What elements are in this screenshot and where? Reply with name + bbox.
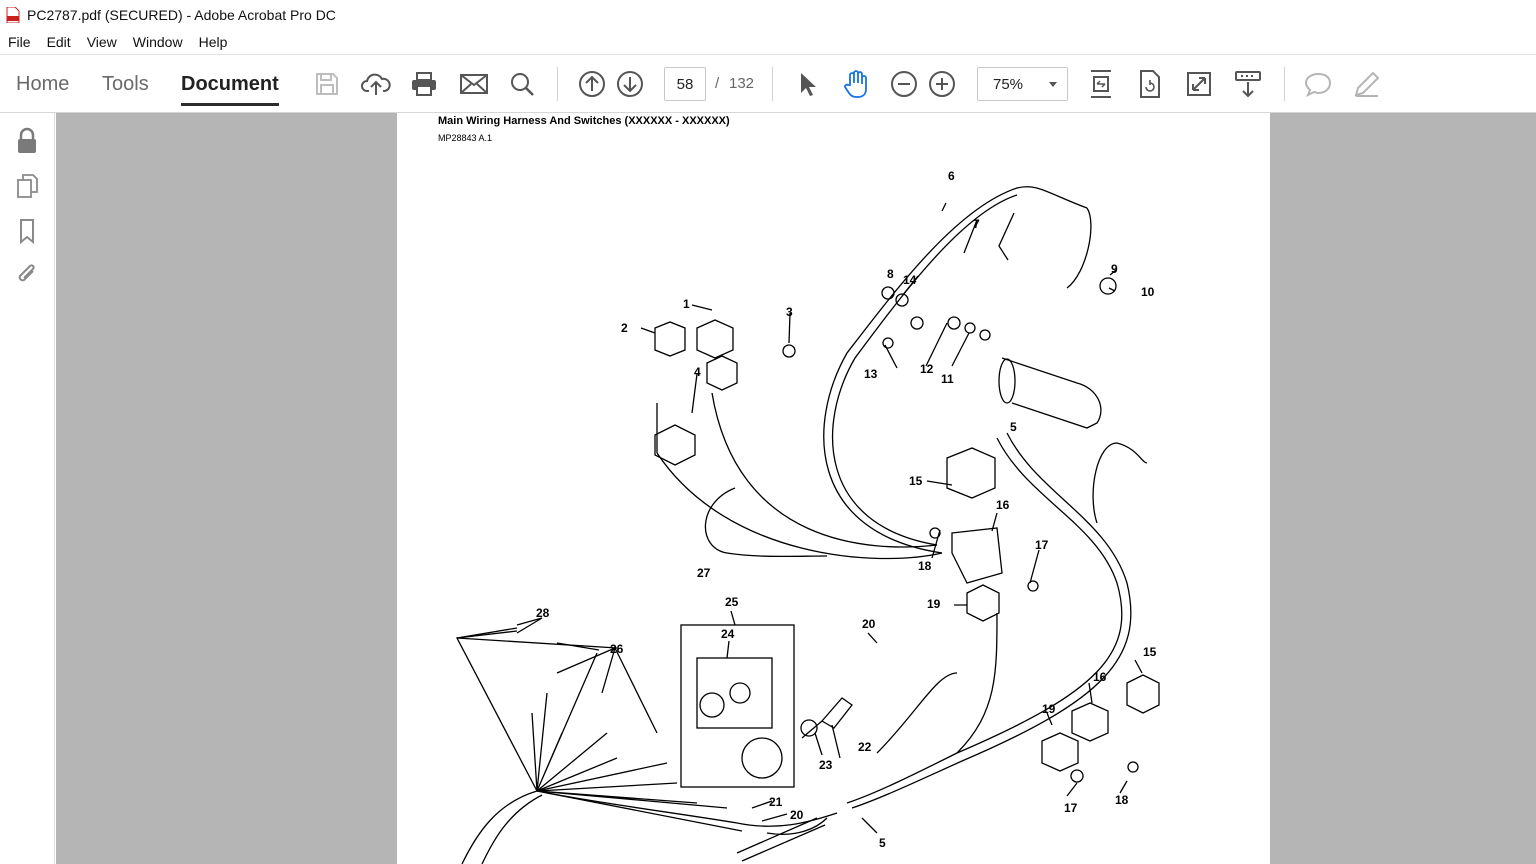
callout-8: 8 xyxy=(887,267,894,281)
bookmark-icon[interactable] xyxy=(13,217,41,245)
callout-3: 3 xyxy=(786,305,793,319)
navigation-pane xyxy=(0,113,55,864)
fit-page-icon[interactable] xyxy=(1084,67,1118,101)
callout-12: 12 xyxy=(920,362,934,376)
menu-edit[interactable]: Edit xyxy=(46,34,71,50)
page-heading: Main Wiring Harness And Switches (XXXXXX… xyxy=(438,115,730,127)
callout-18: 18 xyxy=(918,559,932,573)
callout-16: 16 xyxy=(996,498,1010,512)
toolbar-separator xyxy=(557,67,558,101)
hand-icon[interactable] xyxy=(839,67,873,101)
save-icon[interactable] xyxy=(310,67,344,101)
copy-pages-icon[interactable] xyxy=(13,172,41,200)
tab-home[interactable]: Home xyxy=(16,73,70,95)
callout-25: 25 xyxy=(725,595,739,609)
callout-1: 1 xyxy=(683,297,690,311)
callout-2: 2 xyxy=(621,321,628,335)
page-number-input[interactable]: 58 xyxy=(664,67,706,101)
callout-24: 24 xyxy=(721,627,735,641)
title-bar: PC2787.pdf (SECURED) - Adobe Acrobat Pro… xyxy=(0,0,1536,30)
menu-file[interactable]: File xyxy=(8,34,31,50)
menu-window[interactable]: Window xyxy=(132,34,183,50)
upload-cloud-icon[interactable] xyxy=(359,67,393,101)
callout-28: 28 xyxy=(536,606,550,620)
callout-27: 27 xyxy=(697,566,711,580)
callout-9: 9 xyxy=(1111,262,1118,276)
pdf-page: Main Wiring Harness And Switches (XXXXXX… xyxy=(397,113,1270,864)
arrow-up-icon[interactable] xyxy=(575,67,609,101)
menu-view[interactable]: View xyxy=(86,34,117,50)
callout-6: 6 xyxy=(948,169,955,183)
attachment-icon[interactable] xyxy=(13,260,41,288)
print-icon[interactable] xyxy=(407,67,441,101)
callout-15: 15 xyxy=(909,474,923,488)
callout-20: 20 xyxy=(862,617,876,631)
tab-document[interactable]: Document xyxy=(181,73,279,106)
menu-bar: File Edit View Window Help xyxy=(0,30,1536,54)
toolbar-separator xyxy=(772,67,773,101)
pdf-file-icon xyxy=(6,6,20,24)
callout-23: 23 xyxy=(819,758,833,772)
callout-5-top: 5 xyxy=(1010,420,1017,434)
mail-icon[interactable] xyxy=(457,67,491,101)
callout-18-right: 18 xyxy=(1115,793,1129,807)
zoom-in-icon[interactable] xyxy=(925,67,959,101)
toolbar-separator xyxy=(1284,67,1285,101)
lock-icon[interactable] xyxy=(13,127,41,155)
zoom-out-icon[interactable] xyxy=(887,67,921,101)
callout-20-bottom: 20 xyxy=(790,808,804,822)
pen-icon[interactable] xyxy=(1350,67,1384,101)
page-figure-code: MP28843 A.1 xyxy=(438,133,493,143)
menu-help[interactable]: Help xyxy=(198,34,228,50)
callout-21: 21 xyxy=(769,795,783,809)
callout-19: 19 xyxy=(927,597,941,611)
window-title: PC2787.pdf (SECURED) - Adobe Acrobat Pro… xyxy=(27,7,336,23)
callout-7: 7 xyxy=(973,217,980,231)
comment-icon[interactable] xyxy=(1301,67,1335,101)
scroll-mode-icon[interactable] xyxy=(1231,67,1265,101)
toolbar: Home Tools Document 58 / 132 75% xyxy=(0,54,1536,113)
callout-26: 26 xyxy=(610,642,624,656)
total-pages: 132 xyxy=(729,75,755,92)
callout-13: 13 xyxy=(864,367,878,381)
select-arrow-icon[interactable] xyxy=(790,67,824,101)
page-separator: / xyxy=(715,75,720,92)
callout-14: 14 xyxy=(903,273,917,287)
wiring-diagram: 1 2 3 4 5 5 6 7 8 9 10 11 12 13 14 15 15… xyxy=(455,169,1160,864)
chevron-down-icon xyxy=(1049,82,1057,87)
tab-tools[interactable]: Tools xyxy=(102,73,149,95)
rotate-icon[interactable] xyxy=(1133,67,1167,101)
document-viewport[interactable]: Main Wiring Harness And Switches (XXXXXX… xyxy=(56,113,1536,864)
search-icon[interactable] xyxy=(505,67,539,101)
zoom-select[interactable]: 75% xyxy=(977,67,1068,101)
callout-17: 17 xyxy=(1035,538,1049,552)
callout-17-right: 17 xyxy=(1064,801,1078,815)
callout-22: 22 xyxy=(858,740,872,754)
callout-15-right: 15 xyxy=(1143,645,1157,659)
arrow-down-icon[interactable] xyxy=(613,67,647,101)
zoom-value: 75% xyxy=(993,75,1024,93)
callout-10: 10 xyxy=(1141,285,1155,299)
callout-16-right: 16 xyxy=(1093,670,1107,684)
fullscreen-icon[interactable] xyxy=(1182,67,1216,101)
callout-5-bottom: 5 xyxy=(879,836,886,850)
callout-19-right: 19 xyxy=(1042,702,1056,716)
callout-11: 11 xyxy=(941,372,954,386)
callout-4: 4 xyxy=(694,365,701,379)
